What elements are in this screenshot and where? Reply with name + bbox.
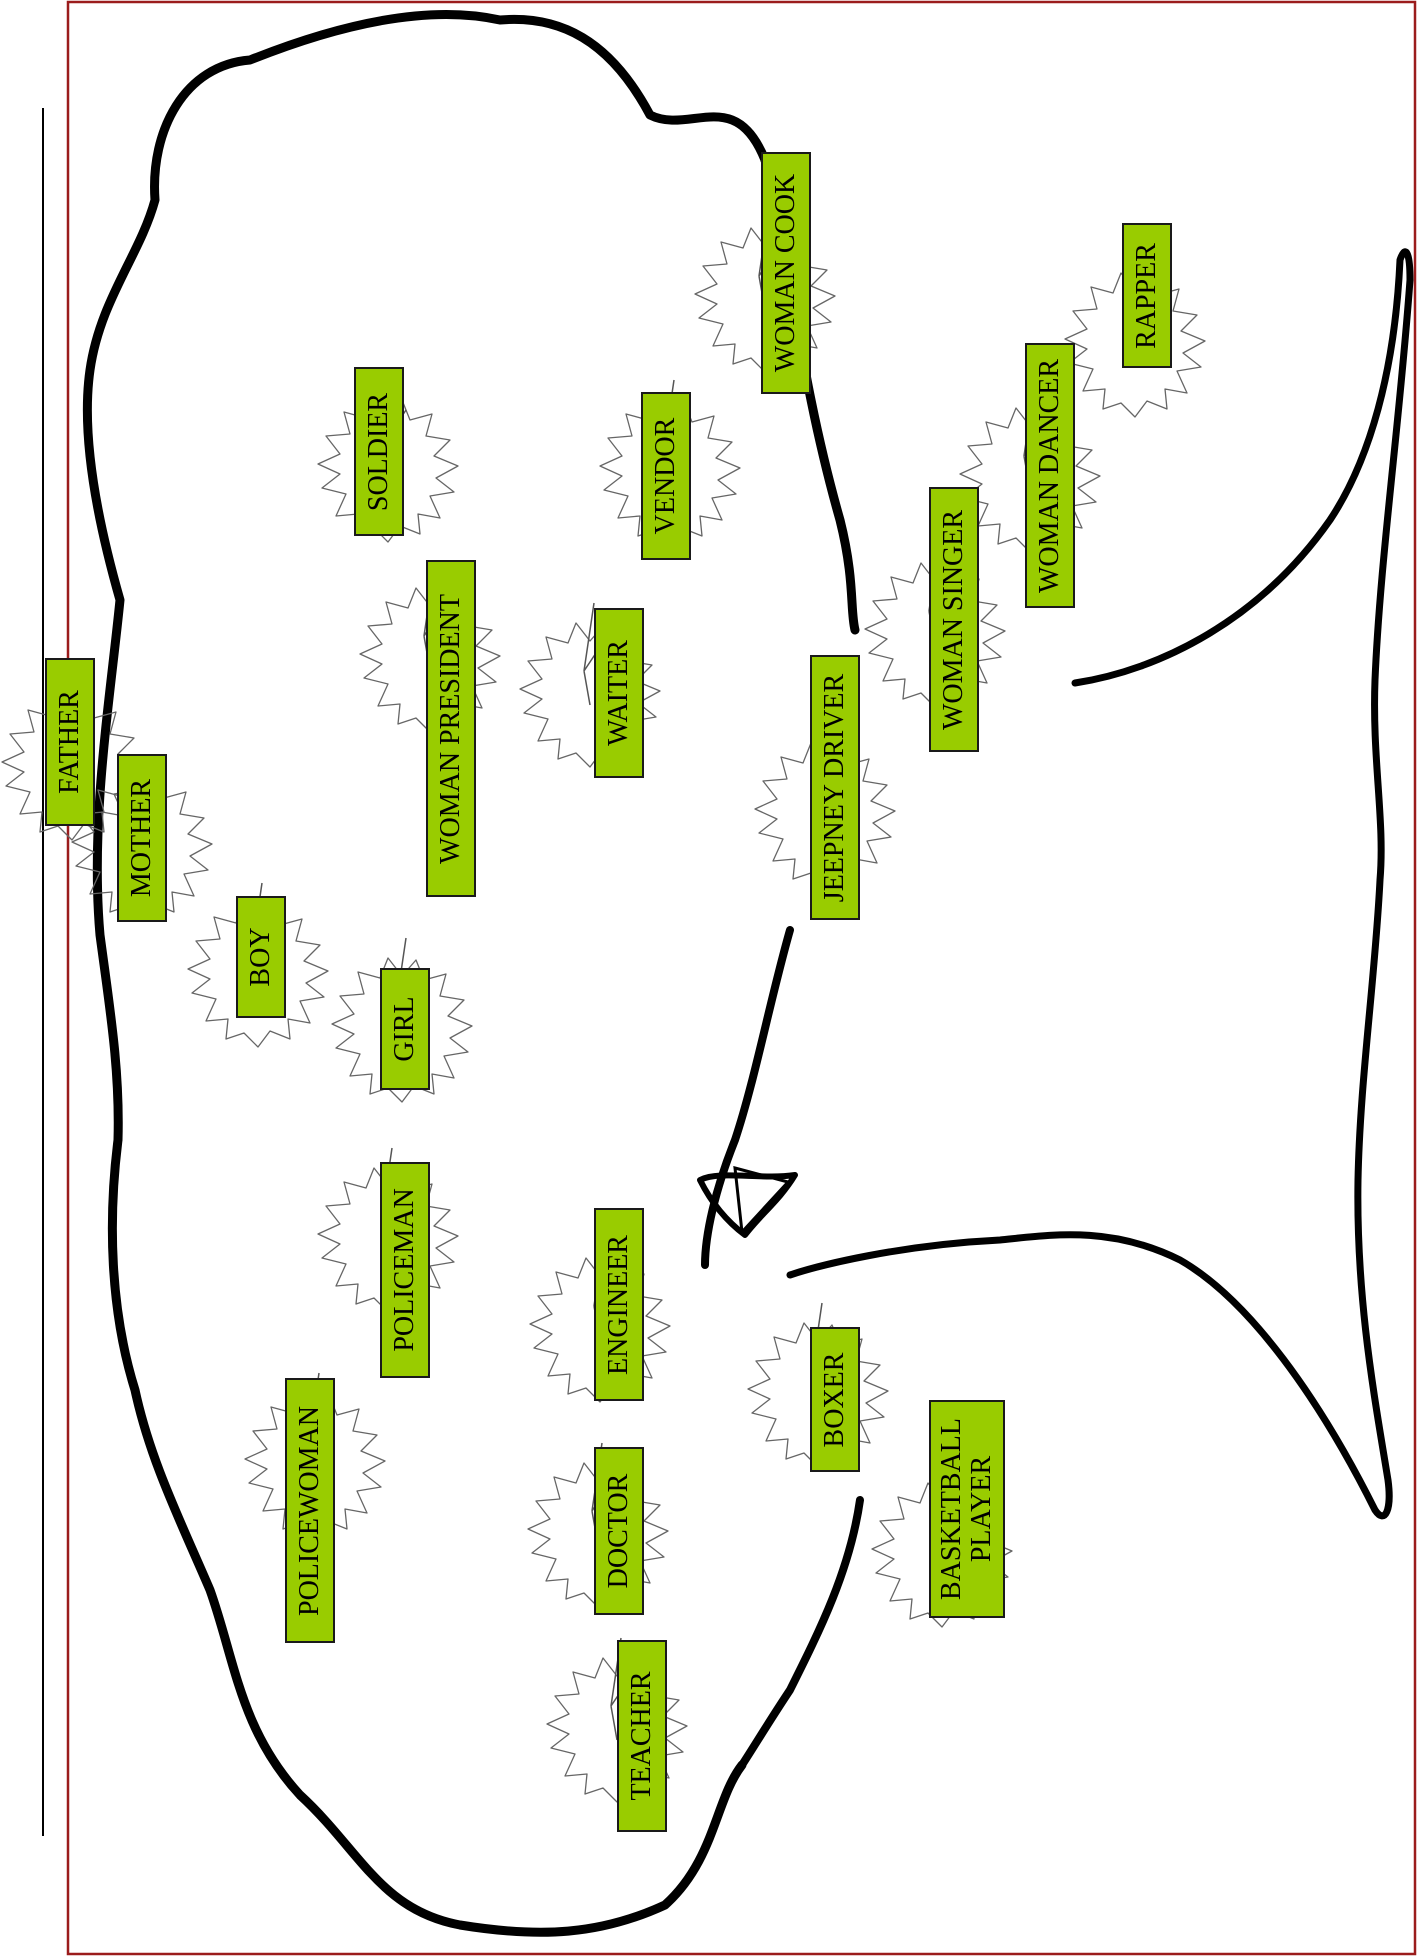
label-waiter: WAITER (594, 608, 644, 778)
label-woman-cook: WOMAN COOK (761, 152, 811, 394)
tree-canopy-bottom-edge (738, 1496, 864, 1769)
tree-knot (697, 1172, 798, 1238)
label-woman-president: WOMAN PRESIDENT (426, 560, 476, 897)
label-engineer: ENGINEER (594, 1208, 644, 1401)
tree-canopy-outline (82, 10, 770, 1937)
label-boy: BOY (236, 896, 286, 1018)
tree-canopy-lower-edge (701, 926, 794, 1269)
page-frame (66, 0, 1417, 1956)
label-basketball-player: BASKETBALL PLAYER (929, 1400, 1005, 1618)
label-policeman: POLICEMAN (380, 1162, 430, 1378)
label-girl: GIRL (380, 968, 430, 1090)
label-woman-dancer: WOMAN DANCER (1025, 343, 1075, 608)
label-doctor: DOCTOR (594, 1447, 644, 1615)
label-boxer: BOXER (810, 1327, 860, 1472)
label-mother: MOTHER (117, 754, 167, 922)
label-teacher: TEACHER (617, 1640, 667, 1832)
label-policewoman: POLICEWOMAN (285, 1378, 335, 1643)
label-vendor: VENDOR (641, 392, 691, 560)
tree-trunk-outline (786, 248, 1414, 1520)
label-jeepney-driver: JEEPNEY DRIVER (810, 655, 860, 920)
label-soldier: SOLDIER (354, 367, 404, 536)
label-rapper: RAPPER (1122, 223, 1172, 368)
label-woman-singer: WOMAN SINGER (929, 487, 979, 752)
label-father: FATHER (45, 658, 95, 826)
